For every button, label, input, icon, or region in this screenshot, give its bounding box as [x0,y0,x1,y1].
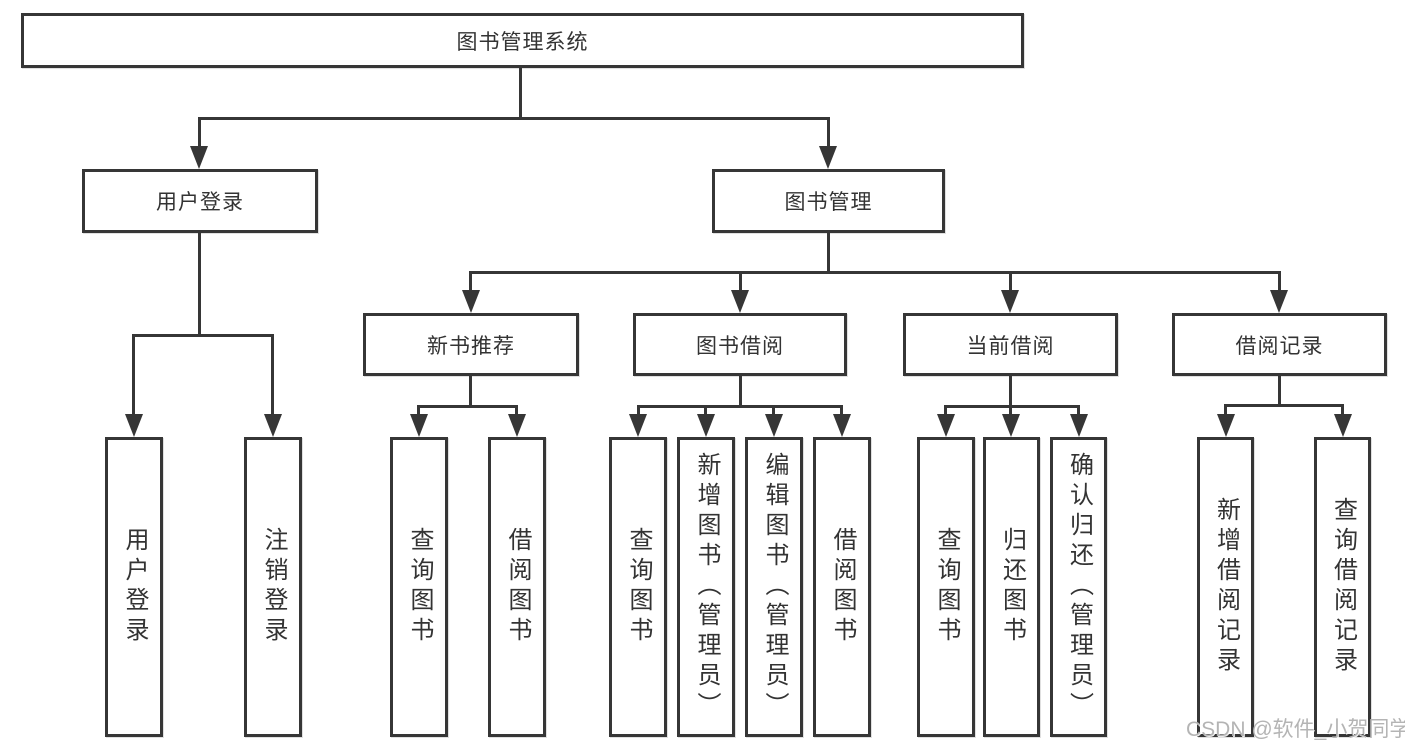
node-new-book-recommend-label: 新书推荐 [427,334,515,358]
connector-root-hbar [198,117,830,120]
leaf-edit-books-admin: 编辑图书（管理员） [745,437,803,737]
node-user-login: 用户登录 [82,169,318,233]
leaf-query-borrow-record: 查询借阅记录 [1314,437,1371,737]
leaf-label: 查询图书 [933,527,960,647]
node-book-management-label: 图书管理 [784,191,873,214]
leaf-label: 新增借阅记录 [1212,497,1240,677]
leaf-confirm-return-admin: 确认归还（管理员） [1050,437,1107,737]
connector-user-stem [198,233,201,337]
connector-mgmt-drop [1278,271,1281,293]
connector-root-left-drop [198,117,201,149]
arrow-down-icon [629,414,647,437]
connector-group3-drop [1341,404,1344,419]
connector-mgmt-stem [827,233,830,274]
node-root-label: 图书管理系统 [456,30,589,54]
connector-group1-stem [739,376,742,408]
arrow-down-icon [1334,414,1352,437]
leaf-query-books-borrow: 查询图书 [609,437,667,737]
connector-group1-drop [704,405,707,419]
leaf-add-borrow-record: 新增借阅记录 [1197,437,1254,737]
node-borrow-records: 借阅记录 [1172,313,1387,376]
leaf-add-books-admin: 新增图书（管理员） [677,437,735,737]
node-book-borrow: 图书借阅 [633,313,847,376]
leaf-label: 归还图书 [998,527,1026,647]
leaf-label: 新增图书（管理员） [693,452,720,722]
leaf-logout-label: 注销登录 [260,527,287,647]
connector-mgmt-hbar [469,271,1280,274]
connector-group0-drop [417,405,420,419]
connector-group1-drop [637,405,640,419]
arrow-down-icon [508,414,526,437]
arrow-down-icon [264,414,282,437]
arrow-down-icon [1001,290,1019,313]
leaf-label: 查询借阅记录 [1329,497,1357,677]
connector-group1-hbar [637,405,843,408]
node-user-login-label: 用户登录 [156,191,244,214]
arrow-down-icon [1270,290,1288,313]
arrow-down-icon [833,414,851,437]
connector-user-drop [132,334,135,419]
connector-group2-drop [1077,405,1080,419]
leaf-return-books: 归还图书 [983,437,1040,737]
leaf-label: 借阅图书 [504,527,531,647]
connector-root-right-drop [827,117,830,149]
connector-mgmt-drop [469,271,472,293]
arrow-down-icon [697,414,715,437]
arrow-down-icon [190,146,208,169]
watermark: CSDN @软件_小贺同学 [1186,718,1405,741]
node-current-borrow: 当前借阅 [903,313,1118,376]
leaf-user-login-label: 用户登录 [121,527,148,647]
arrow-down-icon [1070,414,1088,437]
connector-group1-drop [772,405,775,419]
arrow-down-icon [765,414,783,437]
leaf-label: 查询图书 [625,527,652,647]
connector-group0-drop [515,405,518,419]
leaf-borrow-books-recommend: 借阅图书 [488,437,546,737]
leaf-label: 确认归还（管理员） [1065,452,1093,722]
arrow-down-icon [731,290,749,313]
node-book-borrow-label: 图书借阅 [696,334,784,358]
leaf-label: 查询图书 [406,527,433,647]
leaf-label: 借阅图书 [829,527,856,647]
arrow-down-icon [1217,414,1235,437]
node-current-borrow-label: 当前借阅 [966,334,1055,358]
leaf-borrow-books: 借阅图书 [813,437,871,737]
connector-group1-drop [840,405,843,419]
node-root: 图书管理系统 [21,13,1024,68]
arrow-down-icon [937,414,955,437]
leaf-query-books-current: 查询图书 [917,437,975,737]
leaf-query-books-recommend: 查询图书 [390,437,448,737]
leaf-label: 编辑图书（管理员） [761,452,788,722]
node-new-book-recommend: 新书推荐 [363,313,579,376]
node-borrow-records-label: 借阅记录 [1235,334,1324,358]
leaf-logout: 注销登录 [244,437,302,737]
connector-group0-hbar [417,405,518,408]
connector-group2-stem [1009,376,1012,408]
arrow-down-icon [819,146,837,169]
connector-root-stem [519,67,522,119]
connector-group0-stem [469,376,472,408]
arrow-down-icon [1002,414,1020,437]
connector-group3-drop [1224,404,1227,419]
connector-group3-stem [1278,376,1281,407]
connector-mgmt-drop [739,271,742,293]
connector-group2-drop [1009,405,1012,419]
connector-user-hbar [132,334,273,337]
connector-user-drop [271,334,274,419]
arrow-down-icon [462,290,480,313]
connector-mgmt-drop [1009,271,1012,293]
leaf-user-login: 用户登录 [105,437,163,737]
connector-group3-hbar [1224,404,1343,407]
arrow-down-icon [410,414,428,437]
arrow-down-icon [125,414,143,437]
node-book-management: 图书管理 [712,169,945,233]
connector-group2-drop [944,405,947,419]
